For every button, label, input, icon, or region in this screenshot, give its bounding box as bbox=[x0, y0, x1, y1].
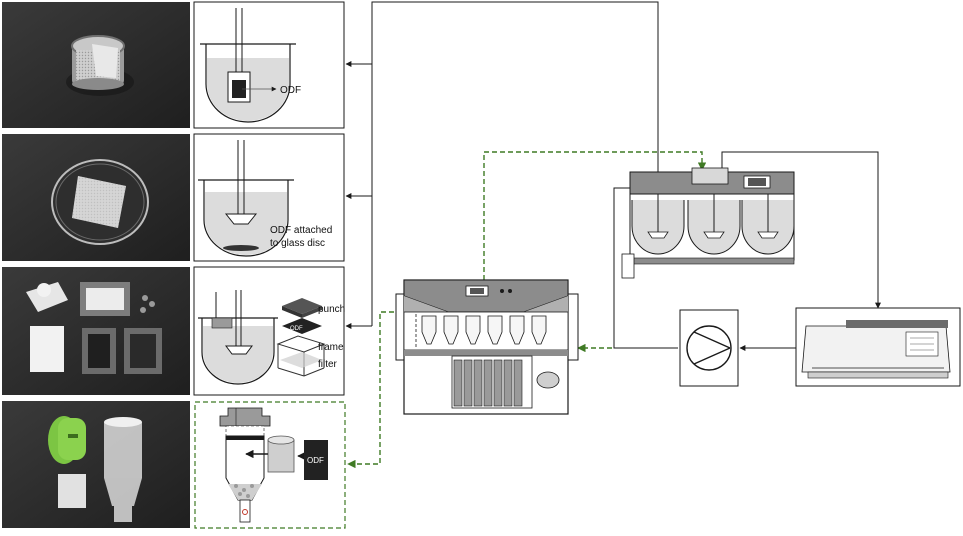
pump-icon bbox=[679, 309, 739, 387]
odf-box-label: ODF bbox=[307, 456, 324, 465]
odf-attached-label-line2: to glass disc bbox=[270, 238, 325, 249]
punch-label: punch bbox=[318, 304, 345, 315]
basket-photo bbox=[2, 2, 190, 128]
odf-label-1: ODF bbox=[280, 85, 301, 96]
flow-cell-schematic: ODF bbox=[194, 401, 346, 529]
flow-through-apparatus bbox=[395, 279, 579, 415]
filter-label: filter bbox=[318, 359, 338, 370]
flow-cells-row bbox=[421, 315, 547, 345]
basket-vessel-schematic: ODF bbox=[193, 1, 345, 129]
paddle-apparatus bbox=[621, 167, 795, 279]
frame-label: frame bbox=[318, 342, 344, 353]
glass-disc-vessel-schematic: ODF attached to glass disc bbox=[193, 133, 345, 262]
printer-icon bbox=[795, 307, 961, 387]
odf-small-label: ODF bbox=[290, 326, 303, 332]
odf-attached-label-line1: ODF attached bbox=[270, 225, 332, 236]
sandwich-vessel-schematic: punch ODF frame filter bbox=[193, 266, 345, 396]
sandwich-parts-photo bbox=[2, 267, 190, 395]
connector-lines bbox=[345, 1, 881, 469]
glass-disc-photo bbox=[2, 134, 190, 261]
tube-columns bbox=[453, 359, 523, 407]
flow-cell-photo bbox=[2, 401, 190, 528]
paddle-vessels bbox=[631, 194, 795, 255]
